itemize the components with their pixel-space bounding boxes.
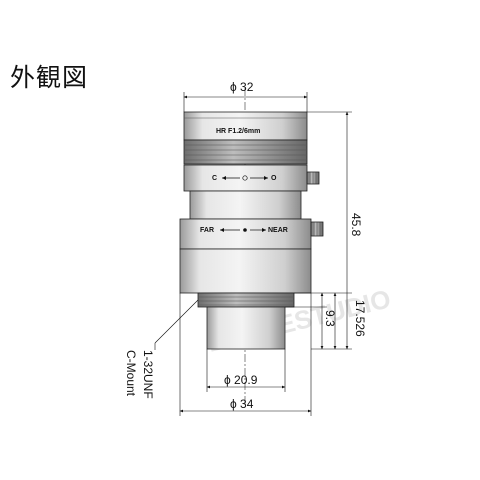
waist bbox=[189, 190, 302, 220]
dim-total-length bbox=[307, 111, 352, 350]
iris-ring bbox=[183, 164, 308, 192]
main-body bbox=[179, 248, 312, 294]
dim-body-diameter-label: ϕ 34 bbox=[230, 397, 254, 411]
rear-barrel bbox=[206, 306, 286, 350]
dim-mount-length bbox=[285, 292, 327, 350]
focus-ring bbox=[179, 218, 312, 250]
focus-near-label: NEAR bbox=[268, 227, 288, 234]
iris-close-label: C bbox=[212, 175, 217, 182]
dim-mount-length-label: 9.3 bbox=[323, 310, 337, 327]
front-ring bbox=[183, 111, 308, 141]
dim-top-diameter bbox=[183, 92, 308, 112]
dim-mount-diameter bbox=[206, 349, 286, 392]
iris-open-label: O bbox=[271, 175, 277, 182]
lens-model-label: HR F1.2/6mm bbox=[216, 128, 260, 135]
mount-thread-label: 1-32UNF bbox=[141, 350, 155, 399]
iris-scale: C O bbox=[212, 175, 277, 182]
grip-ring bbox=[183, 139, 308, 165]
lens-body bbox=[179, 111, 324, 350]
mount-callout-leader bbox=[154, 299, 199, 350]
page-title: 外観図 bbox=[10, 63, 89, 92]
dim-mount-diameter-label: ϕ 20.9 bbox=[224, 373, 258, 387]
dim-top-diameter-label: ϕ 32 bbox=[230, 80, 254, 94]
dim-body-diameter bbox=[179, 293, 312, 416]
mount-type-label: C-Mount bbox=[124, 350, 138, 397]
dim-flange-length-label: 17.526 bbox=[353, 300, 367, 337]
dim-total-length-label: 45.8 bbox=[349, 213, 363, 237]
focus-far-label: FAR bbox=[200, 227, 214, 234]
focus-scale: FAR NEAR bbox=[200, 227, 288, 234]
